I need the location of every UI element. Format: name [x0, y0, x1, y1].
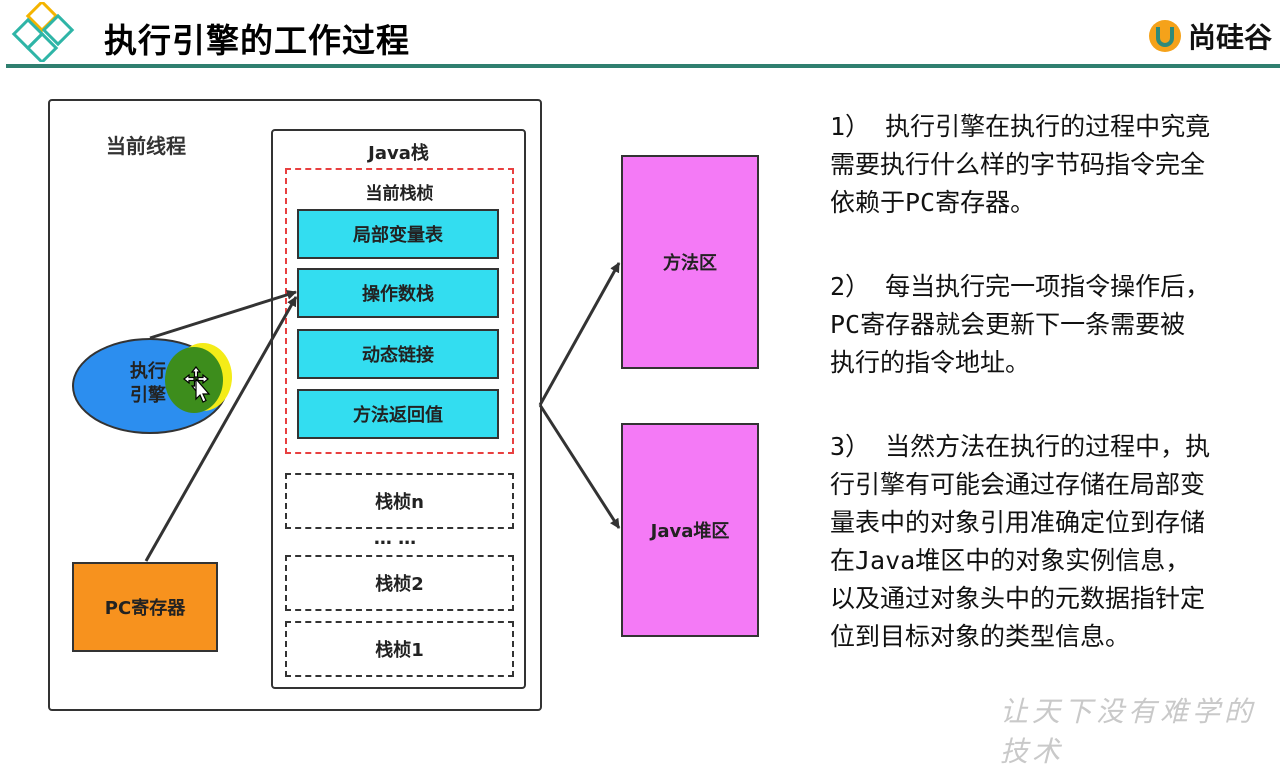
header: 执行引擎的工作过程 尚硅谷: [0, 0, 1280, 66]
note-1-line: 依赖于PC寄存器。: [830, 188, 1036, 217]
dynamic-linking: 动态链接: [297, 329, 499, 379]
method-area: 方法区: [621, 155, 759, 369]
note-3-line: 在Java堆区中的对象实例信息，: [830, 546, 1191, 575]
watermark: 让天下没有难学的技术: [1000, 695, 1257, 768]
java-stack-box: [271, 129, 526, 689]
engine-label-line2: 引擎: [130, 385, 166, 406]
diamond-logo-icon: [11, 2, 75, 62]
execution-engine-label: 执行 引擎: [118, 360, 178, 408]
note-2-line: PC寄存器就会更新下一条需要被: [830, 310, 1186, 339]
operand-stack: 操作数栈: [297, 268, 499, 318]
note-1: 1） 执行引擎在执行的过程中究竟 需要执行什么样的字节码指令完全 依赖于PC寄存…: [830, 108, 1275, 222]
header-divider: [6, 64, 1280, 68]
note-3-line: 位到目标对象的类型信息。: [830, 622, 1131, 651]
brand-u-icon: [1149, 20, 1181, 52]
local-variable-table: 局部变量表: [297, 209, 499, 259]
engine-label-line1: 执行: [130, 361, 166, 382]
arrow-engine-to-operand-stack: [149, 289, 297, 340]
brand-name: 尚硅谷: [1188, 21, 1273, 54]
current-frame-box: [285, 168, 514, 454]
stack-frame-2: 栈桢2: [285, 555, 514, 611]
brand-logo: 尚硅谷: [1148, 16, 1272, 56]
note-3: 3） 当然方法在执行的过程中，执 行引擎有可能会通过存储在局部变 量表中的对象引…: [830, 428, 1275, 656]
note-3-line: 以及通过对象头中的元数据指针定: [830, 584, 1206, 613]
java-heap: Java堆区: [621, 423, 759, 637]
note-3-line: 行引擎有可能会通过存储在局部变: [830, 470, 1206, 499]
pc-register: PC寄存器: [72, 562, 218, 652]
diagram-arrows: [144, 262, 621, 562]
page-title: 执行引擎的工作过程: [104, 21, 410, 60]
note-1-line: 1） 执行引擎在执行的过程中究竟: [830, 112, 1211, 141]
thread-label: 当前线程: [106, 134, 186, 158]
arrow-pc-to-operand-stack: [144, 296, 298, 562]
arrow-stack-to-method-area: [538, 262, 621, 406]
current-frame-label: 当前栈桢: [365, 184, 434, 204]
note-3-line: 3） 当然方法在执行的过程中，执: [830, 432, 1211, 461]
arrow-stack-to-heap: [538, 404, 621, 529]
frames-ellipsis: … …: [373, 528, 417, 549]
note-2-line: 2） 每当执行完一项指令操作后，: [830, 272, 1211, 301]
stack-frame-n: 栈桢n: [285, 473, 514, 529]
java-stack-title: Java栈: [368, 143, 429, 164]
note-2: 2） 每当执行完一项指令操作后， PC寄存器就会更新下一条需要被 执行的指令地址…: [830, 268, 1275, 382]
note-1-line: 需要执行什么样的字节码指令完全: [830, 150, 1206, 179]
return-address: 方法返回值: [297, 389, 499, 439]
note-2-line: 执行的指令地址。: [830, 348, 1031, 377]
note-3-line: 量表中的对象引用准确定位到存储: [830, 508, 1206, 537]
stack-frame-1: 栈桢1: [285, 621, 514, 677]
move-cursor-icon: [183, 366, 211, 403]
